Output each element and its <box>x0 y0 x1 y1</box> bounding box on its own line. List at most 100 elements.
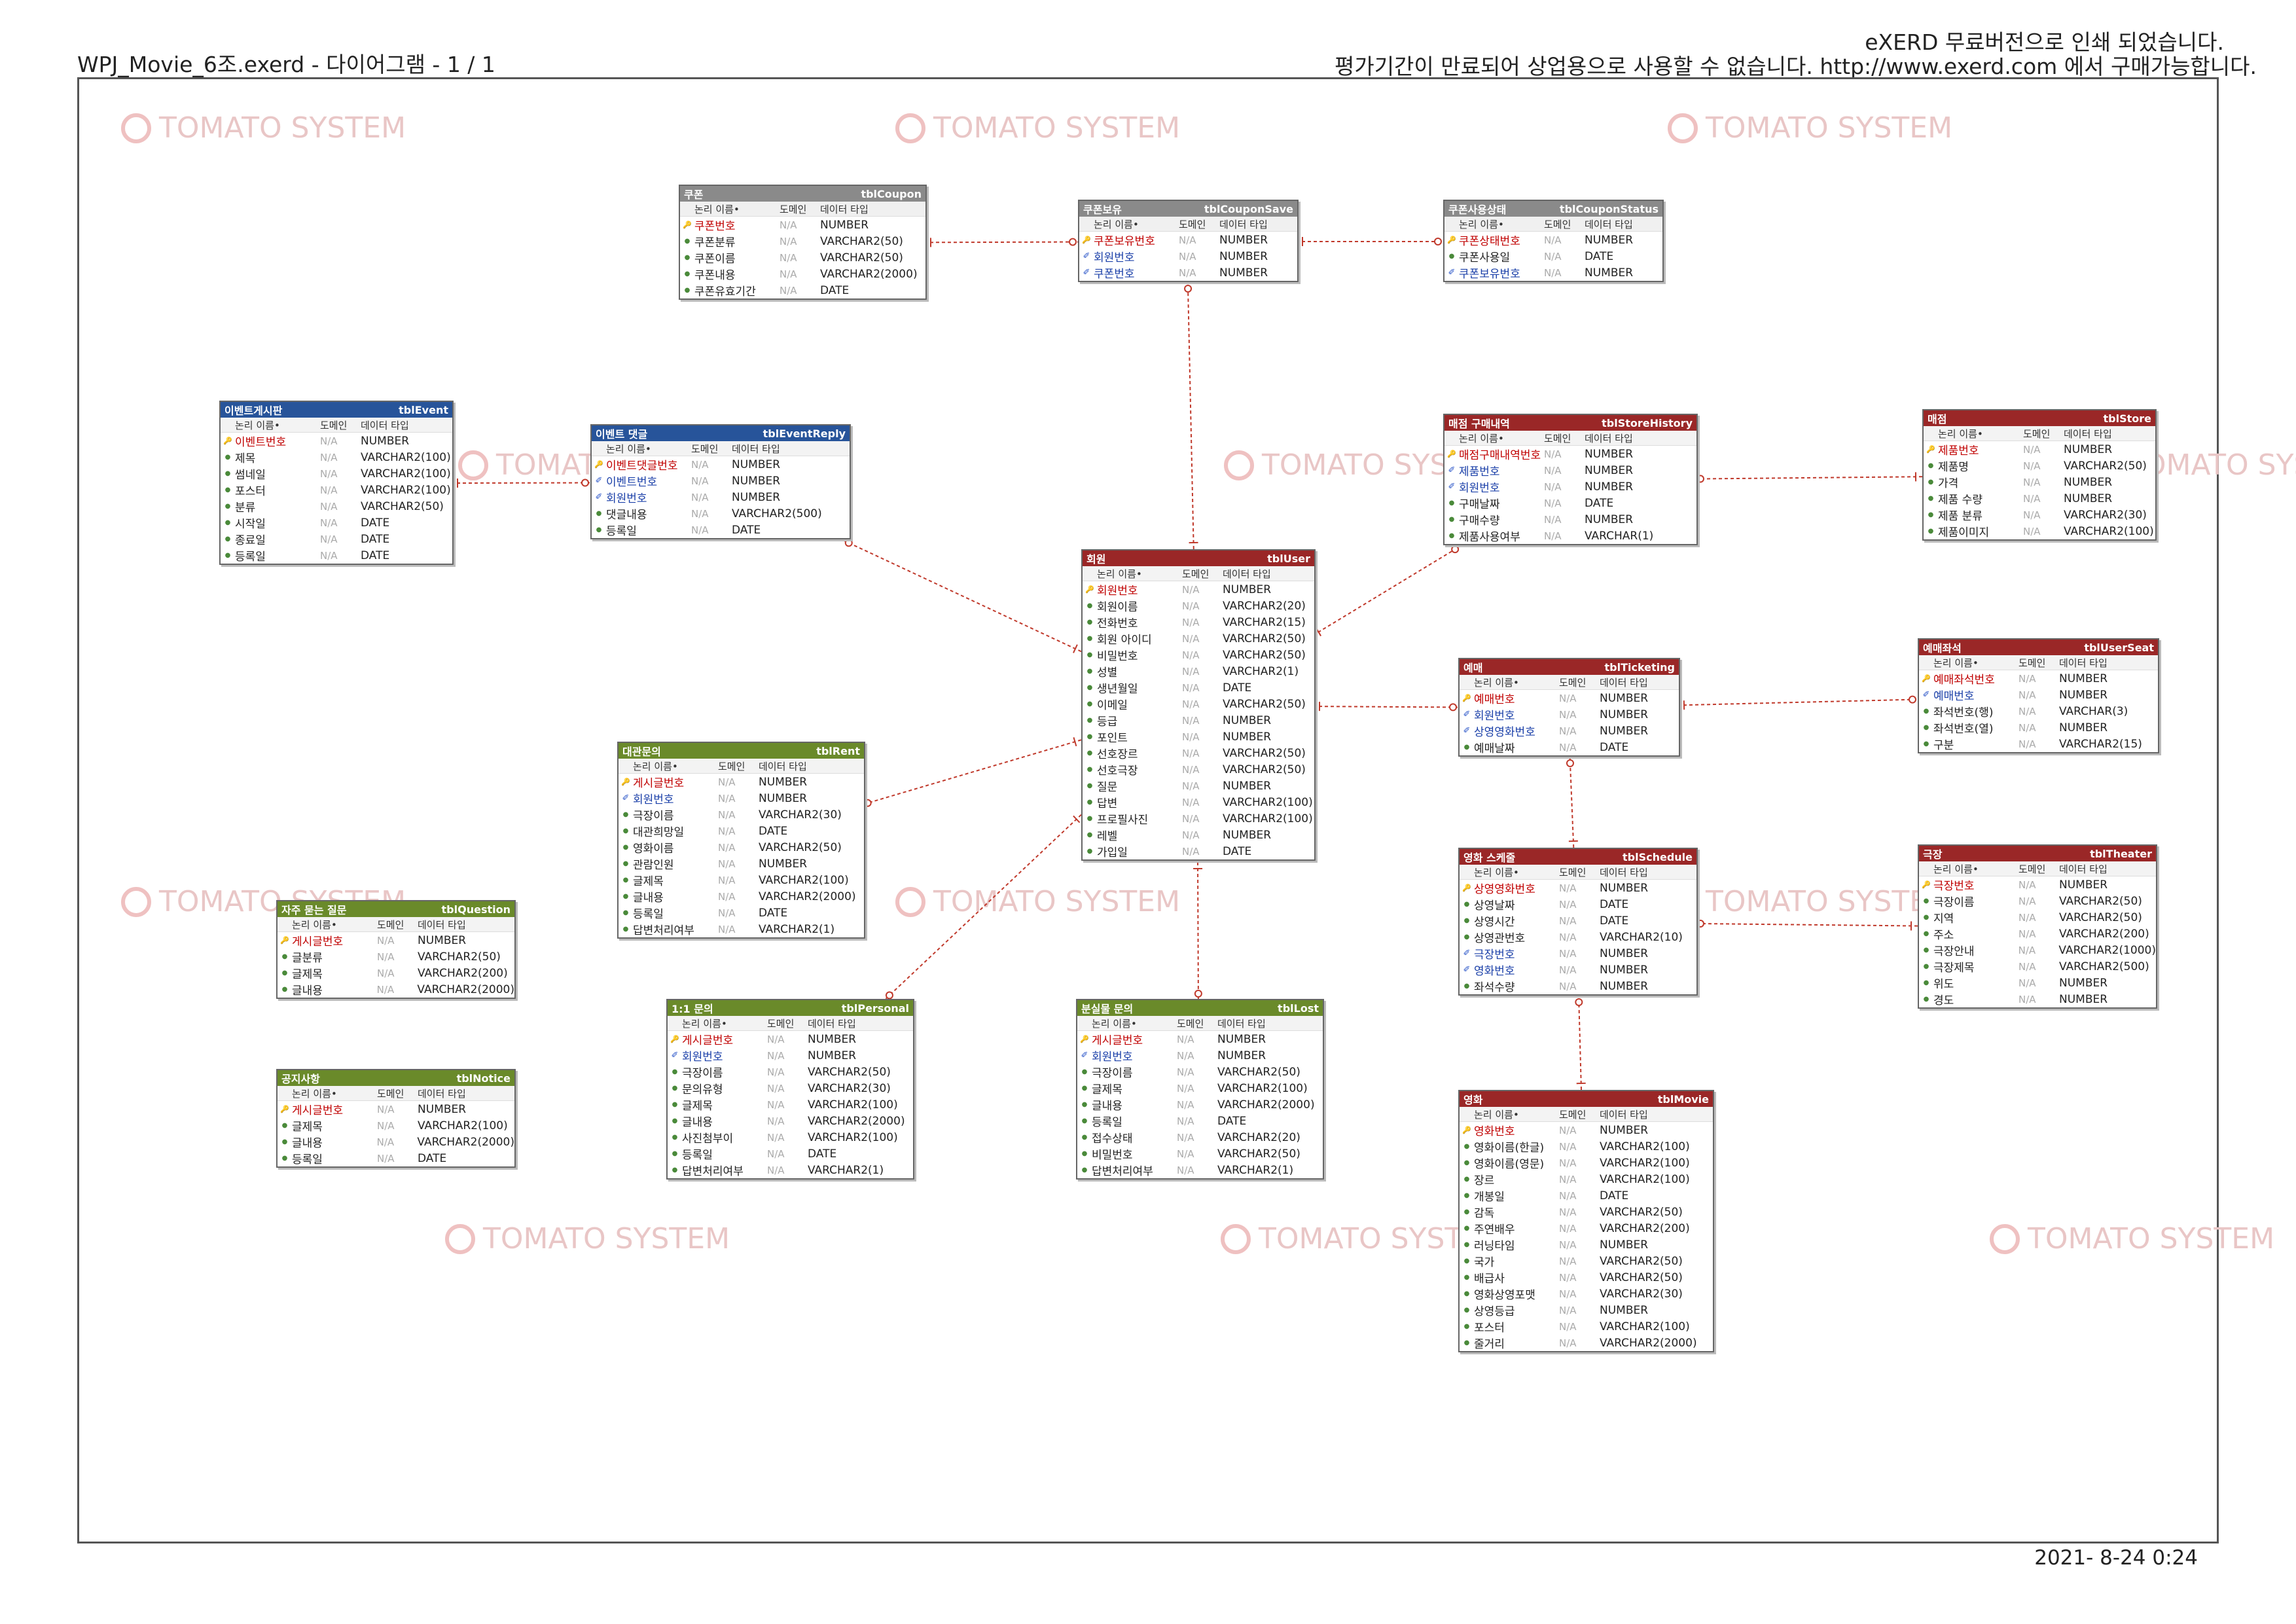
attribute-row[interactable]: ✐회원번호N/ANUMBER <box>1079 248 1297 265</box>
attribute-row[interactable]: ●영화상영포맷N/AVARCHAR2(30) <box>1460 1286 1713 1303</box>
attribute-row[interactable]: ●주연배우N/AVARCHAR2(200) <box>1460 1220 1713 1237</box>
attribute-row[interactable]: ✐제품번호N/ANUMBER <box>1444 462 1696 479</box>
attribute-row[interactable]: ●글제목N/AVARCHAR2(100) <box>619 872 864 889</box>
attribute-row[interactable]: ●제품명N/AVARCHAR2(50) <box>1924 458 2155 475</box>
attribute-row[interactable]: ●댓글내용N/AVARCHAR2(500) <box>592 505 850 522</box>
attribute-row[interactable]: ●등록일N/ADATE <box>619 905 864 922</box>
entity-tblUserSeat[interactable]: 예매좌석tblUserSeat논리 이름•도메인데이터 타입🔑예매좌석번호N/A… <box>1918 638 2159 753</box>
attribute-row[interactable]: ●생년월일N/ADATE <box>1083 679 1314 696</box>
attribute-row[interactable]: 🔑예매번호N/ANUMBER <box>1460 690 1679 707</box>
attribute-row[interactable]: ●글내용N/AVARCHAR2(2000) <box>1077 1096 1323 1113</box>
attribute-row[interactable]: ●쿠폰분류N/AVARCHAR2(50) <box>680 233 925 250</box>
attribute-row[interactable]: ●분류N/AVARCHAR2(50) <box>221 498 452 515</box>
attribute-row[interactable]: ●답변N/AVARCHAR2(100) <box>1083 794 1314 811</box>
attribute-row[interactable]: ●영화이름N/AVARCHAR2(50) <box>619 839 864 856</box>
attribute-row[interactable]: ●감독N/AVARCHAR2(50) <box>1460 1204 1713 1221</box>
attribute-row[interactable]: ●극장이름N/AVARCHAR2(50) <box>1077 1064 1323 1081</box>
attribute-row[interactable]: ●가격N/ANUMBER <box>1924 474 2155 491</box>
attribute-row[interactable]: ●지역N/AVARCHAR2(50) <box>1919 909 2156 926</box>
attribute-row[interactable]: ●장르N/AVARCHAR2(100) <box>1460 1171 1713 1188</box>
attribute-row[interactable]: ●등록일N/ADATE <box>1077 1113 1323 1130</box>
attribute-row[interactable]: 🔑게시글번호N/ANUMBER <box>619 774 864 791</box>
attribute-row[interactable]: ●구매수량N/ANUMBER <box>1444 511 1696 528</box>
attribute-row[interactable]: ●문의유형N/AVARCHAR2(30) <box>668 1080 913 1097</box>
attribute-row[interactable]: 🔑회원번호N/ANUMBER <box>1083 581 1314 598</box>
attribute-row[interactable]: ●이메일N/AVARCHAR2(50) <box>1083 696 1314 713</box>
attribute-row[interactable]: ●접수상태N/AVARCHAR2(20) <box>1077 1129 1323 1146</box>
attribute-row[interactable]: ●포인트N/ANUMBER <box>1083 729 1314 746</box>
attribute-row[interactable]: ●줄거리N/AVARCHAR2(2000) <box>1460 1335 1713 1352</box>
attribute-row[interactable]: ●상영등급N/ANUMBER <box>1460 1302 1713 1319</box>
attribute-row[interactable]: ●답변처리여부N/AVARCHAR2(1) <box>1077 1162 1323 1179</box>
attribute-row[interactable]: 🔑쿠폰번호N/ANUMBER <box>680 217 925 234</box>
attribute-row[interactable]: ●개봉일N/ADATE <box>1460 1187 1713 1204</box>
attribute-row[interactable]: ●등록일N/ADATE <box>221 547 452 564</box>
entity-tblQuestion[interactable]: 자주 묻는 질문tblQuestion논리 이름•도메인데이터 타입🔑게시글번호… <box>276 900 516 999</box>
attribute-row[interactable]: ●글내용N/AVARCHAR2(2000) <box>278 1134 514 1151</box>
entity-tblTicketing[interactable]: 예매tblTicketing논리 이름•도메인데이터 타입🔑예매번호N/ANUM… <box>1458 658 1680 757</box>
attribute-row[interactable]: ●국가N/AVARCHAR2(50) <box>1460 1253 1713 1270</box>
attribute-row[interactable]: ●글내용N/AVARCHAR2(2000) <box>619 888 864 905</box>
entity-tblLost[interactable]: 분실물 문의tblLost논리 이름•도메인데이터 타입🔑게시글번호N/ANUM… <box>1076 999 1324 1180</box>
attribute-row[interactable]: ●글제목N/AVARCHAR2(100) <box>668 1096 913 1113</box>
attribute-row[interactable]: ●대관희망일N/ADATE <box>619 823 864 840</box>
attribute-row[interactable]: ●글분류N/AVARCHAR2(50) <box>278 948 514 965</box>
attribute-row[interactable]: ●쿠폰사용일N/ADATE <box>1444 248 1662 265</box>
attribute-row[interactable]: ✐쿠폰번호N/ANUMBER <box>1079 264 1297 281</box>
entity-tblNotice[interactable]: 공지사항tblNotice논리 이름•도메인데이터 타입🔑게시글번호N/ANUM… <box>276 1069 516 1168</box>
entity-tblPersonal[interactable]: 1:1 문의tblPersonal논리 이름•도메인데이터 타입🔑게시글번호N/… <box>666 999 914 1180</box>
attribute-row[interactable]: 🔑쿠폰상태번호N/ANUMBER <box>1444 232 1662 249</box>
attribute-row[interactable]: 🔑매점구매내역번호N/ANUMBER <box>1444 446 1696 463</box>
attribute-row[interactable]: ●극장제목N/AVARCHAR2(500) <box>1919 958 2156 975</box>
attribute-row[interactable]: ●비밀번호N/AVARCHAR2(50) <box>1083 647 1314 664</box>
attribute-row[interactable]: ●등급N/ANUMBER <box>1083 712 1314 729</box>
attribute-row[interactable]: ●배급사N/AVARCHAR2(50) <box>1460 1269 1713 1286</box>
attribute-row[interactable]: ●선호장르N/AVARCHAR2(50) <box>1083 745 1314 762</box>
attribute-row[interactable]: ✐회원번호N/ANUMBER <box>668 1047 913 1064</box>
attribute-row[interactable]: 🔑게시글번호N/ANUMBER <box>1077 1031 1323 1048</box>
attribute-row[interactable]: ●레벨N/ANUMBER <box>1083 827 1314 844</box>
attribute-row[interactable]: ●쿠폰유효기간N/ADATE <box>680 282 925 299</box>
attribute-row[interactable]: ●프로필사진N/AVARCHAR2(100) <box>1083 810 1314 827</box>
attribute-row[interactable]: ✐예매번호N/ANUMBER <box>1919 687 2158 704</box>
attribute-row[interactable]: ●포스터N/AVARCHAR2(100) <box>1460 1318 1713 1335</box>
attribute-row[interactable]: ●글제목N/AVARCHAR2(200) <box>278 965 514 982</box>
entity-tblStoreHistory[interactable]: 매점 구매내역tblStoreHistory논리 이름•도메인데이터 타입🔑매점… <box>1443 414 1698 545</box>
attribute-row[interactable]: ✐이벤트번호N/ANUMBER <box>592 473 850 490</box>
attribute-row[interactable]: ●경도N/ANUMBER <box>1919 991 2156 1008</box>
attribute-row[interactable]: ●상영날짜N/ADATE <box>1460 896 1696 913</box>
attribute-row[interactable]: ●예매날짜N/ADATE <box>1460 739 1679 756</box>
attribute-row[interactable]: ✐상영영화번호N/ANUMBER <box>1460 723 1679 740</box>
attribute-row[interactable]: ✐회원번호N/ANUMBER <box>1460 706 1679 723</box>
attribute-row[interactable]: ●글제목N/AVARCHAR2(100) <box>1077 1080 1323 1097</box>
entity-tblCoupon[interactable]: 쿠폰tblCoupon논리 이름•도메인데이터 타입🔑쿠폰번호N/ANUMBER… <box>679 185 927 300</box>
attribute-row[interactable]: ●관람인원N/ANUMBER <box>619 856 864 873</box>
attribute-row[interactable]: 🔑예매좌석번호N/ANUMBER <box>1919 670 2158 687</box>
entity-tblUser[interactable]: 회원tblUser논리 이름•도메인데이터 타입🔑회원번호N/ANUMBER●회… <box>1081 549 1316 861</box>
attribute-row[interactable]: ●회원 아이디N/AVARCHAR2(50) <box>1083 630 1314 647</box>
attribute-row[interactable]: ●성별N/AVARCHAR2(1) <box>1083 663 1314 680</box>
attribute-row[interactable]: ●극장이름N/AVARCHAR2(30) <box>619 806 864 823</box>
attribute-row[interactable]: ●주소N/AVARCHAR2(200) <box>1919 926 2156 943</box>
attribute-row[interactable]: ●답변처리여부N/AVARCHAR2(1) <box>668 1162 913 1179</box>
attribute-row[interactable]: ●좌석번호(행)N/AVARCHAR(3) <box>1919 703 2158 720</box>
attribute-row[interactable]: ●포스터N/AVARCHAR2(100) <box>221 482 452 499</box>
attribute-row[interactable]: ✐회원번호N/ANUMBER <box>1444 478 1696 496</box>
entity-tblStore[interactable]: 매점tblStore논리 이름•도메인데이터 타입🔑제품번호N/ANUMBER●… <box>1922 409 2157 541</box>
attribute-row[interactable]: ✐회원번호N/ANUMBER <box>1077 1047 1323 1064</box>
attribute-row[interactable]: ●사진첨부이N/AVARCHAR2(100) <box>668 1129 913 1146</box>
entity-tblEventReply[interactable]: 이벤트 댓글tblEventReply논리 이름•도메인데이터 타입🔑이벤트댓글… <box>590 424 851 539</box>
attribute-row[interactable]: ●등록일N/ADATE <box>668 1146 913 1163</box>
attribute-row[interactable]: ●질문N/ANUMBER <box>1083 778 1314 795</box>
attribute-row[interactable]: ●쿠폰내용N/AVARCHAR2(2000) <box>680 266 925 283</box>
attribute-row[interactable]: ●상영시간N/ADATE <box>1460 912 1696 929</box>
attribute-row[interactable]: ●썸네일N/AVARCHAR2(100) <box>221 465 452 482</box>
attribute-row[interactable]: ●극장이름N/AVARCHAR2(50) <box>1919 893 2156 910</box>
attribute-row[interactable]: ✐극장번호N/ANUMBER <box>1460 945 1696 962</box>
attribute-row[interactable]: ●구분N/AVARCHAR2(15) <box>1919 736 2158 753</box>
entity-tblCouponStatus[interactable]: 쿠폰사용상태tblCouponStatus논리 이름•도메인데이터 타입🔑쿠폰상… <box>1443 200 1664 282</box>
attribute-row[interactable]: ●등록일N/ADATE <box>278 1150 514 1167</box>
attribute-row[interactable]: ●글내용N/AVARCHAR2(2000) <box>278 981 514 998</box>
attribute-row[interactable]: ✐회원번호N/ANUMBER <box>619 790 864 807</box>
attribute-row[interactable]: ●영화이름(한글)N/AVARCHAR2(100) <box>1460 1138 1713 1155</box>
